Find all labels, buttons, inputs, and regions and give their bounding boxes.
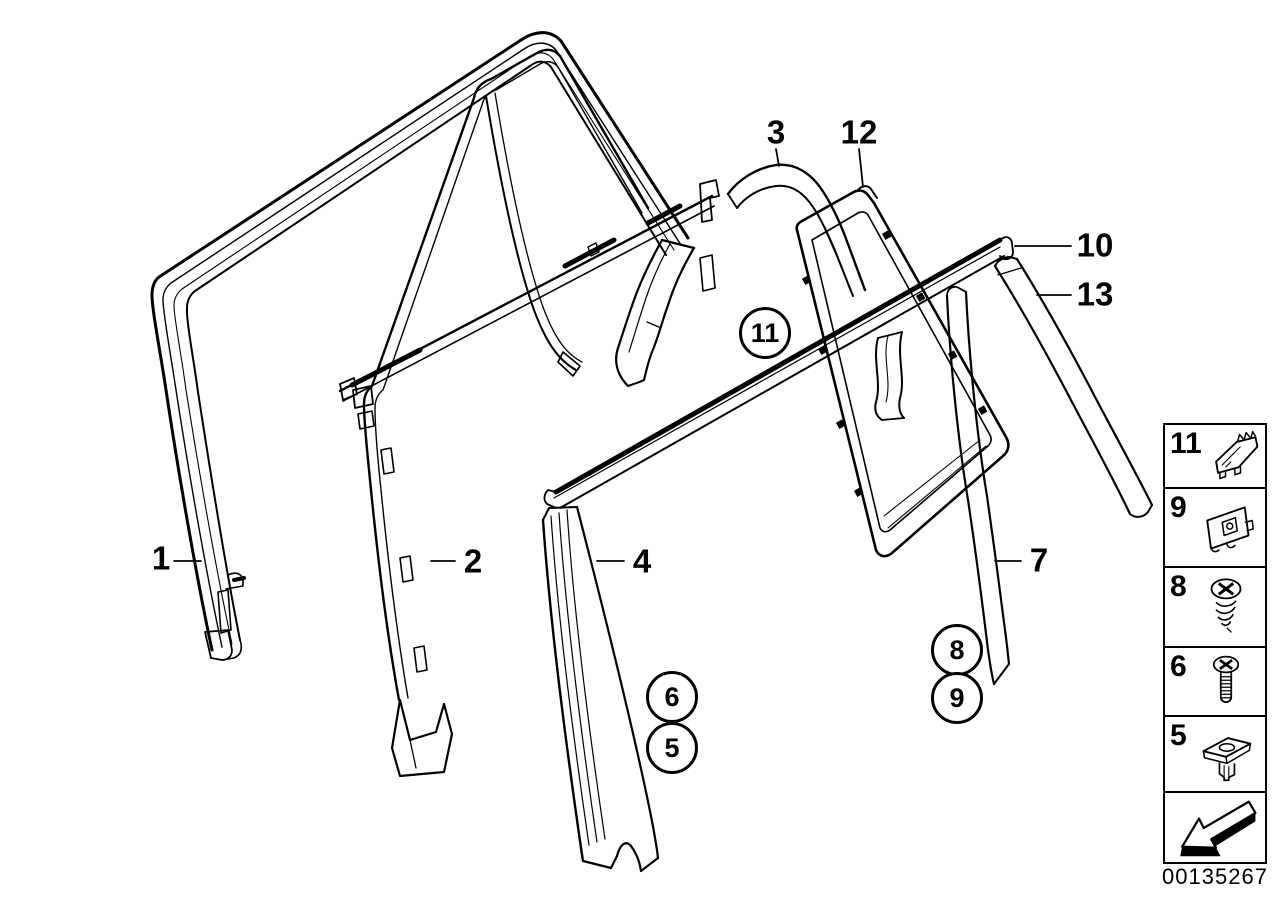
division-cover-fin-drawing bbox=[616, 240, 694, 386]
leader-lines bbox=[174, 149, 1071, 561]
legend-direction-cell bbox=[1163, 791, 1267, 864]
legend-number: 8 bbox=[1170, 570, 1187, 603]
callout-10[interactable]: 10 bbox=[1076, 226, 1114, 264]
part-12-window-guide-frame-drawing bbox=[797, 186, 1009, 556]
callout-8[interactable]: 8 bbox=[931, 624, 983, 676]
part-13-trim-strip-drawing bbox=[995, 257, 1152, 517]
tapping-screw-icon bbox=[1187, 568, 1265, 646]
frame-clip-marks bbox=[801, 230, 988, 497]
legend-item-6: 6 bbox=[1163, 646, 1267, 717]
legend-item-8: 8 bbox=[1163, 566, 1267, 648]
callout-12[interactable]: 12 bbox=[840, 113, 878, 151]
part-1-window-frame-seal-drawing bbox=[152, 33, 688, 660]
callout-4[interactable]: 4 bbox=[632, 542, 652, 580]
callout-6[interactable]: 6 bbox=[646, 671, 698, 723]
part-4-pillar-cover-drawing bbox=[543, 507, 658, 871]
part-2-window-guide-frame-drawing bbox=[353, 50, 719, 776]
callout-2[interactable]: 2 bbox=[463, 542, 483, 580]
document-number: 00135267 bbox=[1162, 864, 1268, 889]
belt-rail-drawing bbox=[340, 196, 714, 401]
legend-number: 5 bbox=[1170, 719, 1187, 752]
expanding-nut-icon bbox=[1187, 717, 1265, 791]
machine-screw-icon bbox=[1187, 648, 1265, 715]
legend-item-11: 11 bbox=[1163, 423, 1267, 489]
callout-3[interactable]: 3 bbox=[766, 113, 786, 151]
legend-item-9: 9 bbox=[1163, 487, 1267, 568]
part-3-corner-seal-drawing bbox=[728, 165, 865, 296]
legend-number: 9 bbox=[1170, 491, 1187, 524]
callout-1[interactable]: 1 bbox=[151, 539, 171, 577]
callout-13[interactable]: 13 bbox=[1076, 275, 1114, 313]
trim-plate-clip-icon bbox=[1187, 489, 1265, 566]
part-7-pillar-trim-drawing bbox=[947, 287, 1009, 684]
part-10-belt-molding-drawing bbox=[544, 237, 1013, 508]
legend-number: 11 bbox=[1170, 427, 1202, 460]
callout-5[interactable]: 5 bbox=[646, 722, 698, 774]
legend-item-5: 5 bbox=[1163, 715, 1267, 793]
belt-molding-clip-icon bbox=[1202, 425, 1265, 487]
callout-9[interactable]: 9 bbox=[931, 672, 983, 724]
frame-division-bar-drawing bbox=[486, 93, 582, 376]
callout-11[interactable]: 11 bbox=[739, 307, 791, 359]
callout-7[interactable]: 7 bbox=[1029, 541, 1049, 579]
direction-arrow-icon bbox=[1165, 793, 1265, 862]
legend-number: 6 bbox=[1170, 650, 1187, 683]
